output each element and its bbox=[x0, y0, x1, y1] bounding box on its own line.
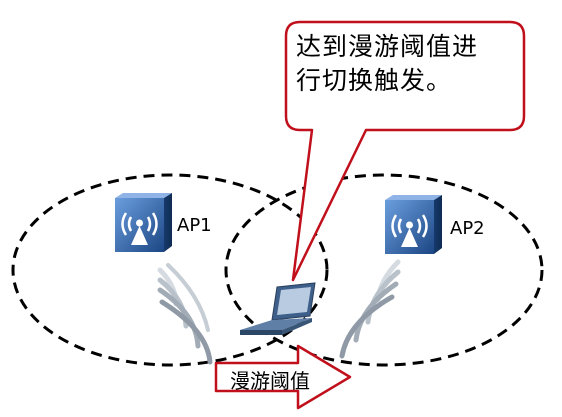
ap2-signal-waves bbox=[339, 259, 401, 359]
ap1-coverage-area bbox=[11, 173, 329, 367]
roaming-arrow bbox=[214, 344, 352, 410]
callout-bubble bbox=[284, 20, 526, 282]
ap1-label: AP1 bbox=[177, 215, 212, 236]
ap2-label: AP2 bbox=[450, 218, 485, 239]
ap2-device-icon bbox=[385, 195, 442, 254]
ap2-coverage-area bbox=[224, 173, 544, 367]
ap1-device-icon bbox=[115, 193, 172, 252]
callout-line-2: 行切换触发。 bbox=[296, 66, 453, 95]
laptop-icon bbox=[240, 282, 316, 335]
callout-text: 达到漫游阈值进 行切换触发。 bbox=[296, 30, 506, 98]
roaming-threshold-label: 漫游阈值 bbox=[230, 369, 310, 393]
callout-line-1: 达到漫游阈值进 bbox=[296, 32, 479, 61]
ap1-signal-waves bbox=[157, 263, 213, 365]
